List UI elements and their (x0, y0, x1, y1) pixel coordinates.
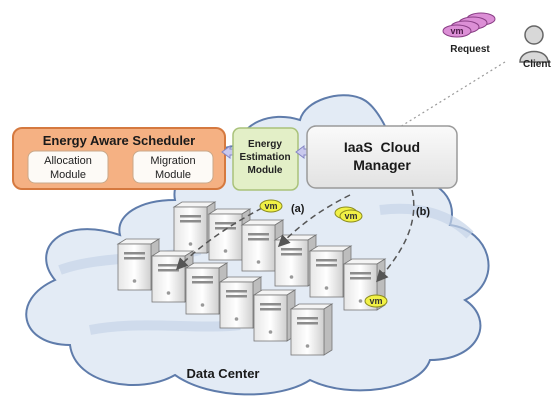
dashed-arrows (175, 189, 415, 283)
client-person-icon (519, 25, 549, 63)
request-vms: vm (442, 12, 496, 38)
energy-module-line1: Energy (248, 139, 282, 150)
vm-badge-b-label: vm (369, 296, 382, 306)
request-line (394, 61, 506, 131)
allocation-module-line2: Module (50, 169, 86, 181)
allocation-module (27, 150, 109, 184)
vm-badge-a-label: vm (264, 201, 277, 211)
server-icon (252, 289, 297, 342)
allocation-module-line1: Allocation (44, 155, 92, 167)
scheduler-title: Energy Aware Scheduler (43, 133, 195, 148)
energy-module-line3: Module (248, 165, 283, 176)
server-rack-group (116, 201, 387, 356)
server-icon (289, 303, 334, 356)
path-a-label: (a) (291, 203, 305, 215)
migration-module-line1: Migration (150, 155, 195, 167)
vm-badge-b: vm (364, 294, 388, 308)
migration-module-line2: Module (155, 169, 191, 181)
client-label: Client (523, 59, 551, 70)
manager-line2: Manager (353, 157, 411, 173)
vm-badge-migration: vm (334, 206, 363, 223)
energy-estimation-module: Energy Estimation Module (232, 127, 299, 191)
request-vm-label: vm (450, 26, 463, 36)
path-b-label: (b) (416, 206, 430, 218)
manager-line1: IaaS Cloud (344, 139, 420, 155)
request-label: Request (450, 44, 490, 55)
iaas-cloud-manager: IaaS Cloud Manager (306, 125, 458, 189)
energy-aware-scheduler: Energy Aware Scheduler Allocation Module… (12, 127, 226, 190)
vm-badge-migration-label: vm (344, 211, 357, 221)
energy-module-line2: Estimation (239, 152, 290, 163)
migration-module (132, 150, 214, 184)
vm-badge-a: vm (259, 199, 283, 213)
data-center-label: Data Center (187, 366, 260, 381)
